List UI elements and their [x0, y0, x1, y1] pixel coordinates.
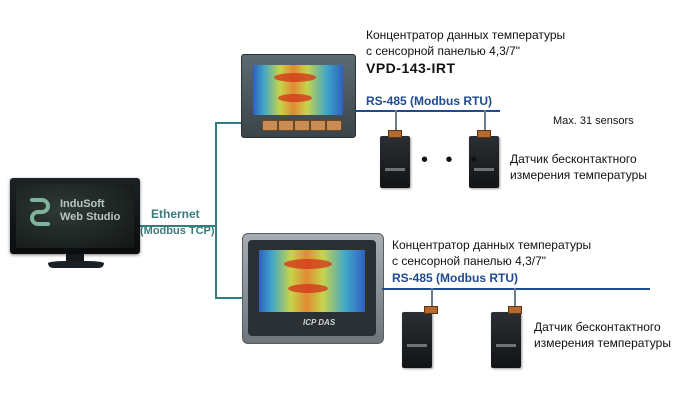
sensor-connector — [388, 130, 402, 138]
panel-top-key — [262, 120, 278, 131]
workstation-logo-text: InduSoft Web Studio — [60, 198, 120, 224]
sensor-connector — [477, 130, 491, 138]
panel-bottom-bus-label: RS-485 (Modbus RTU) — [392, 271, 518, 285]
ethernet-label: Ethernet — [151, 207, 200, 221]
temperature-sensor — [402, 312, 432, 368]
panel-bottom-hotspot — [284, 259, 332, 269]
panel-top-key — [326, 120, 342, 131]
sensor-connector — [508, 306, 522, 314]
indusoft-logo-icon — [30, 198, 50, 226]
panel-top-hotspot — [278, 94, 312, 102]
panel-bottom-caption-line2: с сенсорной панелью 4,3/7" — [392, 254, 547, 268]
panel-top-model: VPD-143-IRT — [366, 60, 456, 76]
sensor-drop — [395, 110, 397, 132]
panel-top-rs485-bus — [354, 110, 500, 112]
sensor-drop — [431, 288, 433, 308]
ethernet-link-panel-top — [215, 122, 242, 124]
temperature-sensor — [469, 136, 499, 188]
panel-top-caption-line1: Концентратор данных температуры — [366, 28, 566, 42]
panel-bottom-caption-line1: Концентратор данных температуры — [392, 238, 592, 252]
panel-top-caption-line2: с сенсорной панелью 4,3/7" — [366, 44, 521, 58]
panel-top-key — [310, 120, 326, 131]
logo-line1: InduSoft — [60, 198, 105, 210]
sensor-connector — [424, 306, 438, 314]
monitor-neck — [66, 254, 84, 262]
ethernet-protocol: (Modbus TCP) — [140, 225, 215, 237]
more-sensors-ellipsis: • • • — [421, 149, 484, 171]
ethernet-link-workstation — [140, 225, 216, 227]
temperature-sensor — [380, 136, 410, 188]
panel-bottom-sensor-caption-line1: Датчик бесконтактного — [534, 320, 661, 334]
ethernet-trunk — [215, 122, 217, 298]
panel-bottom-hotspot — [288, 284, 328, 293]
panel-top-hotspot — [274, 73, 316, 82]
panel-bottom-rs485-bus — [382, 288, 650, 290]
logo-line2: Web Studio — [60, 211, 121, 223]
workstation-screen — [16, 184, 134, 248]
temperature-sensor — [491, 312, 521, 368]
panel-top-key — [278, 120, 294, 131]
sensor-drop — [484, 110, 486, 132]
panel-bottom-brand: ICP DAS — [303, 318, 336, 327]
monitor-base — [48, 261, 104, 268]
panel-top-key — [294, 120, 310, 131]
panel-top-sensor-caption-line1: Датчик бесконтактного — [510, 152, 637, 166]
panel-bottom-sensor-caption-line2: измерения температуры — [534, 336, 671, 350]
panel-top-sensor-caption-line2: измерения температуры — [510, 168, 647, 182]
sensor-drop — [514, 288, 516, 308]
panel-top-max-sensors: Max. 31 sensors — [553, 115, 634, 127]
panel-top-bus-label: RS-485 (Modbus RTU) — [366, 94, 492, 108]
ethernet-link-panel-bottom — [215, 297, 243, 299]
